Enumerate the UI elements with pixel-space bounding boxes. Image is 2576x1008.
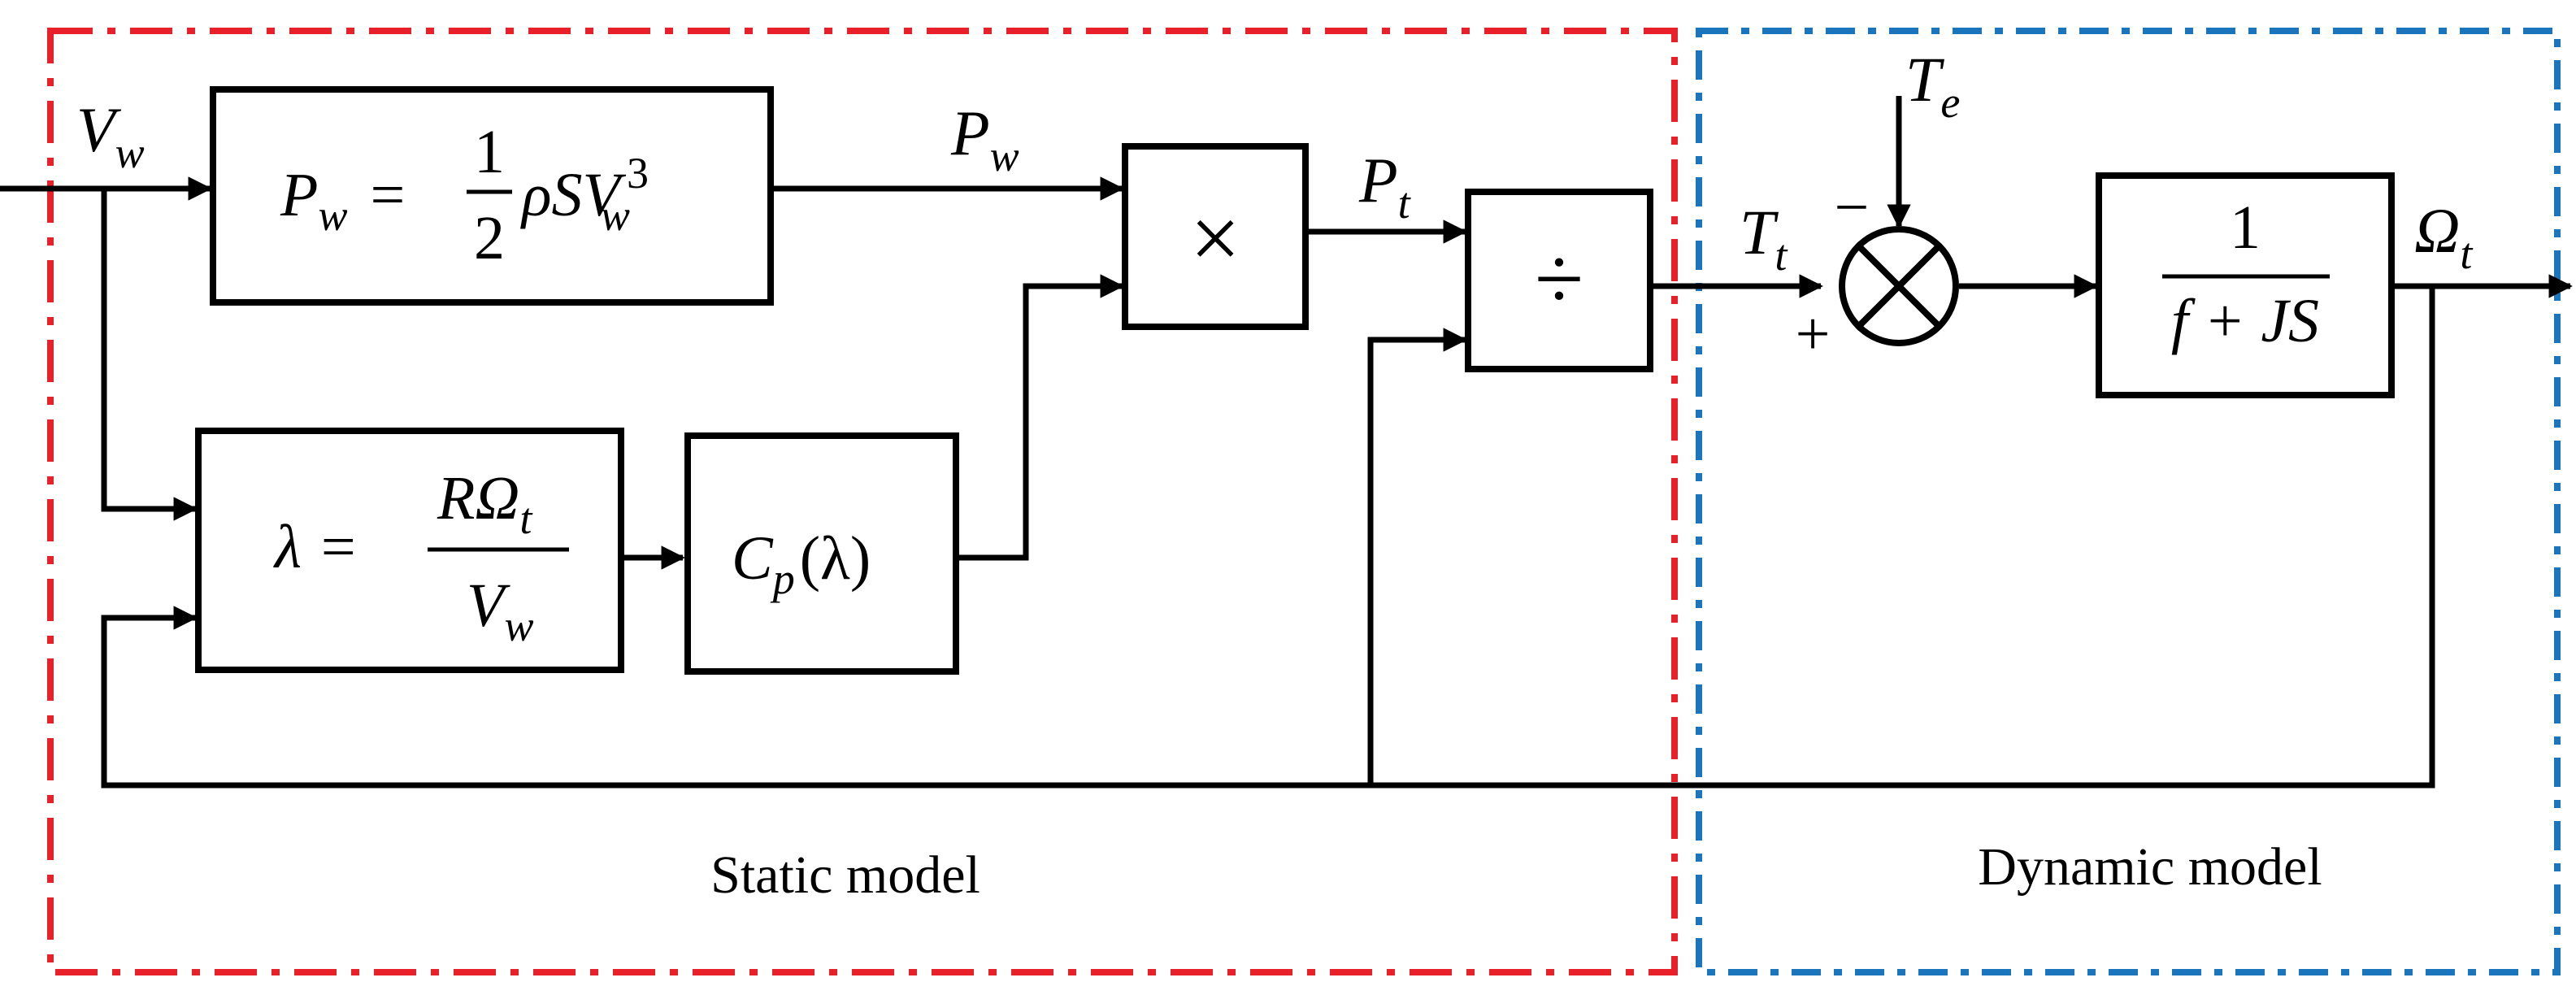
dynamic-model-caption: Dynamic model <box>1978 837 2322 897</box>
wire-cp-to-multiplier <box>956 274 1124 561</box>
static-model-caption: Static model <box>710 845 980 905</box>
transfer-function-block: 1 f + JS <box>2096 172 2395 398</box>
svg-text:1: 1 <box>2230 193 2261 262</box>
label-wind-power: Pw <box>950 98 1019 180</box>
svg-text:Cp(λ): Cp(λ) <box>732 524 871 603</box>
svg-text:f + JS: f + JS <box>2171 287 2319 355</box>
power-equation-block: Pw= 1 2 ρSVw3 <box>210 86 774 306</box>
summing-minus-sign: − <box>1835 173 1870 241</box>
multiplier-block: × <box>1122 143 1309 330</box>
divider-block: ÷ <box>1465 189 1653 372</box>
summing-plus-sign: + <box>1796 300 1831 368</box>
svg-text:1: 1 <box>474 118 505 186</box>
svg-text:2: 2 <box>474 204 505 272</box>
wire-feedback-to-divider <box>1367 328 1467 785</box>
label-turbine-power: Pt <box>1358 145 1412 228</box>
svg-text:Vw: Vw <box>467 571 533 650</box>
svg-text:×: × <box>1190 189 1240 288</box>
label-em-torque: Te <box>1905 44 1960 127</box>
svg-text:÷: ÷ <box>1535 229 1583 328</box>
wire-vw-to-lambda <box>101 189 198 521</box>
power-coefficient-block: Cp(λ) <box>684 432 959 675</box>
dynamic-model-region <box>1696 28 2561 975</box>
static-model-region <box>47 28 1678 975</box>
label-turbine-torque: Tt <box>1740 197 1788 280</box>
summing-junction <box>1839 226 1959 346</box>
label-wind-speed: Vw <box>76 94 145 177</box>
wire-feedback <box>101 286 2435 789</box>
svg-text:Pw=: Pw= <box>280 161 405 240</box>
label-rotor-speed: Ωt <box>2414 195 2474 278</box>
tip-speed-ratio-block: λ= RΩt Vw <box>195 428 624 673</box>
svg-text:RΩt: RΩt <box>437 464 533 543</box>
svg-text:ρSVw3: ρSVw3 <box>520 149 649 240</box>
svg-text:λ=: λ= <box>273 513 356 581</box>
